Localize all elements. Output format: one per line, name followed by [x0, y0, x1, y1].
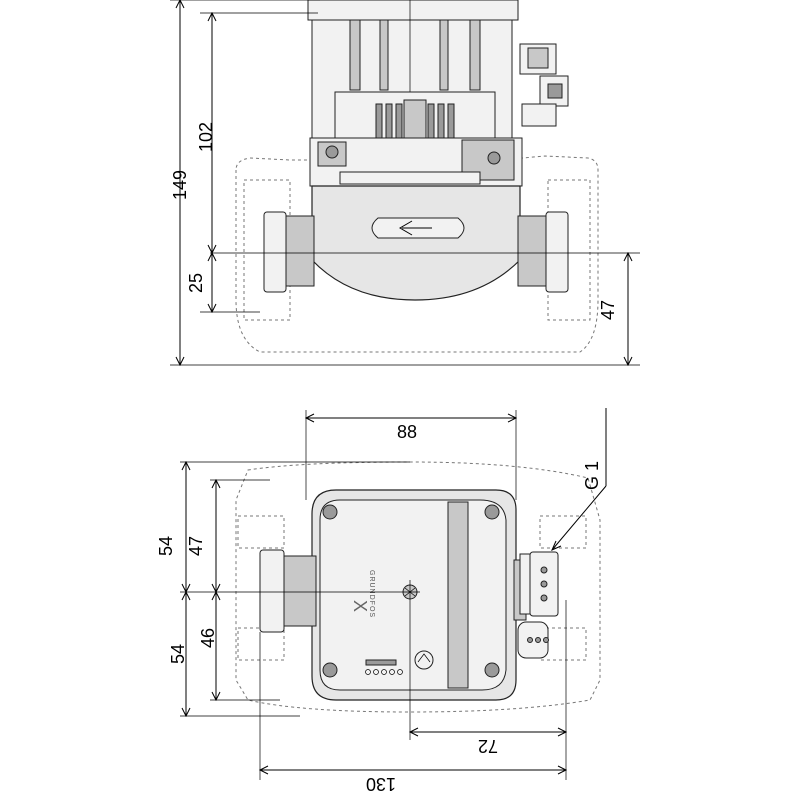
dim-label-54-lower: 54 — [168, 644, 188, 664]
dimension-47-upper: 47 — [186, 478, 221, 594]
electrical-connector — [519, 43, 569, 127]
bolt-top-right — [484, 504, 500, 520]
dim-label-88: 88 — [397, 422, 417, 442]
dim-label-47-upper: 47 — [186, 536, 206, 556]
brand-name: GRUNDFOS — [368, 570, 375, 618]
dim-label-130: 130 — [366, 774, 396, 794]
flow-direction-arrow — [399, 220, 432, 236]
dimension-46-lower: 46 — [198, 590, 221, 702]
bolt-bottom-left — [322, 662, 338, 678]
dim-label-102: 102 — [196, 122, 216, 152]
brand-logo: X — [350, 600, 370, 612]
dimension-54-lower: 54 — [168, 590, 191, 718]
dimension-130: 130 — [258, 765, 568, 794]
dimension-102: 102 — [196, 11, 217, 255]
terminal-block — [517, 551, 559, 659]
indicator-icon — [414, 650, 434, 670]
dim-label-g1: G 1 — [582, 461, 602, 490]
dimension-72: 72 — [408, 727, 568, 756]
top-view: GRUNDFOS X — [156, 408, 607, 794]
dim-label-47-right: 47 — [598, 300, 618, 320]
bolt-bottom-right — [484, 662, 500, 678]
dimension-47-right: 47 — [598, 251, 633, 367]
cooling-fins — [334, 91, 496, 161]
corner-bolts — [322, 504, 500, 678]
top-extension-lines — [180, 410, 567, 780]
dim-label-72: 72 — [478, 736, 498, 756]
connection-callout: G 1 — [551, 408, 607, 551]
side-view: 149 102 25 47 — [170, 0, 640, 367]
dimension-88: 88 — [304, 413, 518, 442]
side-extension-lines — [170, 0, 640, 366]
insulation-shell-outline — [235, 155, 599, 353]
dim-label-25: 25 — [186, 273, 206, 293]
pump-body — [311, 185, 521, 301]
pipe-connections — [263, 211, 569, 293]
brand-mark: GRUNDFOS X — [350, 570, 375, 618]
top-insulation-tabs — [237, 515, 587, 661]
dimension-149: 149 — [170, 0, 190, 367]
dimension-54-upper: 54 — [156, 460, 191, 594]
dim-label-54-upper: 54 — [156, 536, 176, 556]
dim-label-46-lower: 46 — [198, 628, 218, 648]
dim-label-149: 149 — [170, 170, 190, 200]
led-indicators — [365, 659, 403, 675]
bolt-top-left — [322, 504, 338, 520]
flange-plate — [309, 137, 523, 187]
dimension-25: 25 — [186, 251, 217, 314]
